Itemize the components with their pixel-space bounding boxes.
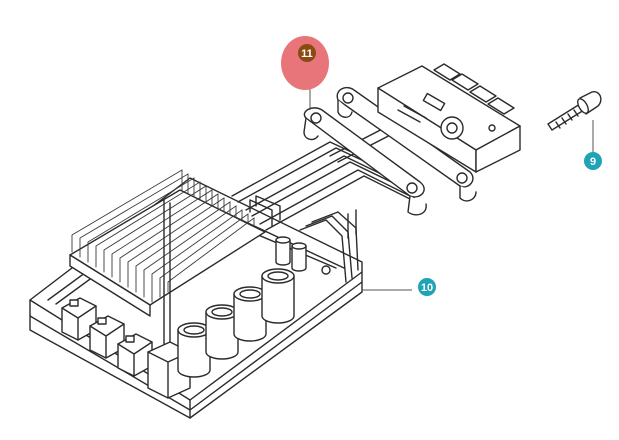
heat-sink: [69, 169, 266, 361]
callout-11-highlight: [281, 36, 329, 90]
callout-11-label: 11: [301, 48, 313, 60]
capacitors: [177, 236, 331, 378]
callout-10-badge: [418, 278, 436, 296]
callout-10: 10: [418, 278, 436, 296]
callout-11: 11: [281, 36, 329, 90]
screw: [547, 91, 602, 131]
terminal-blocks: [61, 297, 191, 399]
callout-10-label: 10: [421, 282, 433, 294]
connector-block: [377, 63, 521, 173]
callout-9: 9: [584, 152, 602, 170]
bracket: [303, 86, 477, 216]
callout-9-label: 9: [590, 156, 596, 168]
callout-11-badge: [298, 44, 316, 62]
callout-9-badge: [584, 152, 602, 170]
